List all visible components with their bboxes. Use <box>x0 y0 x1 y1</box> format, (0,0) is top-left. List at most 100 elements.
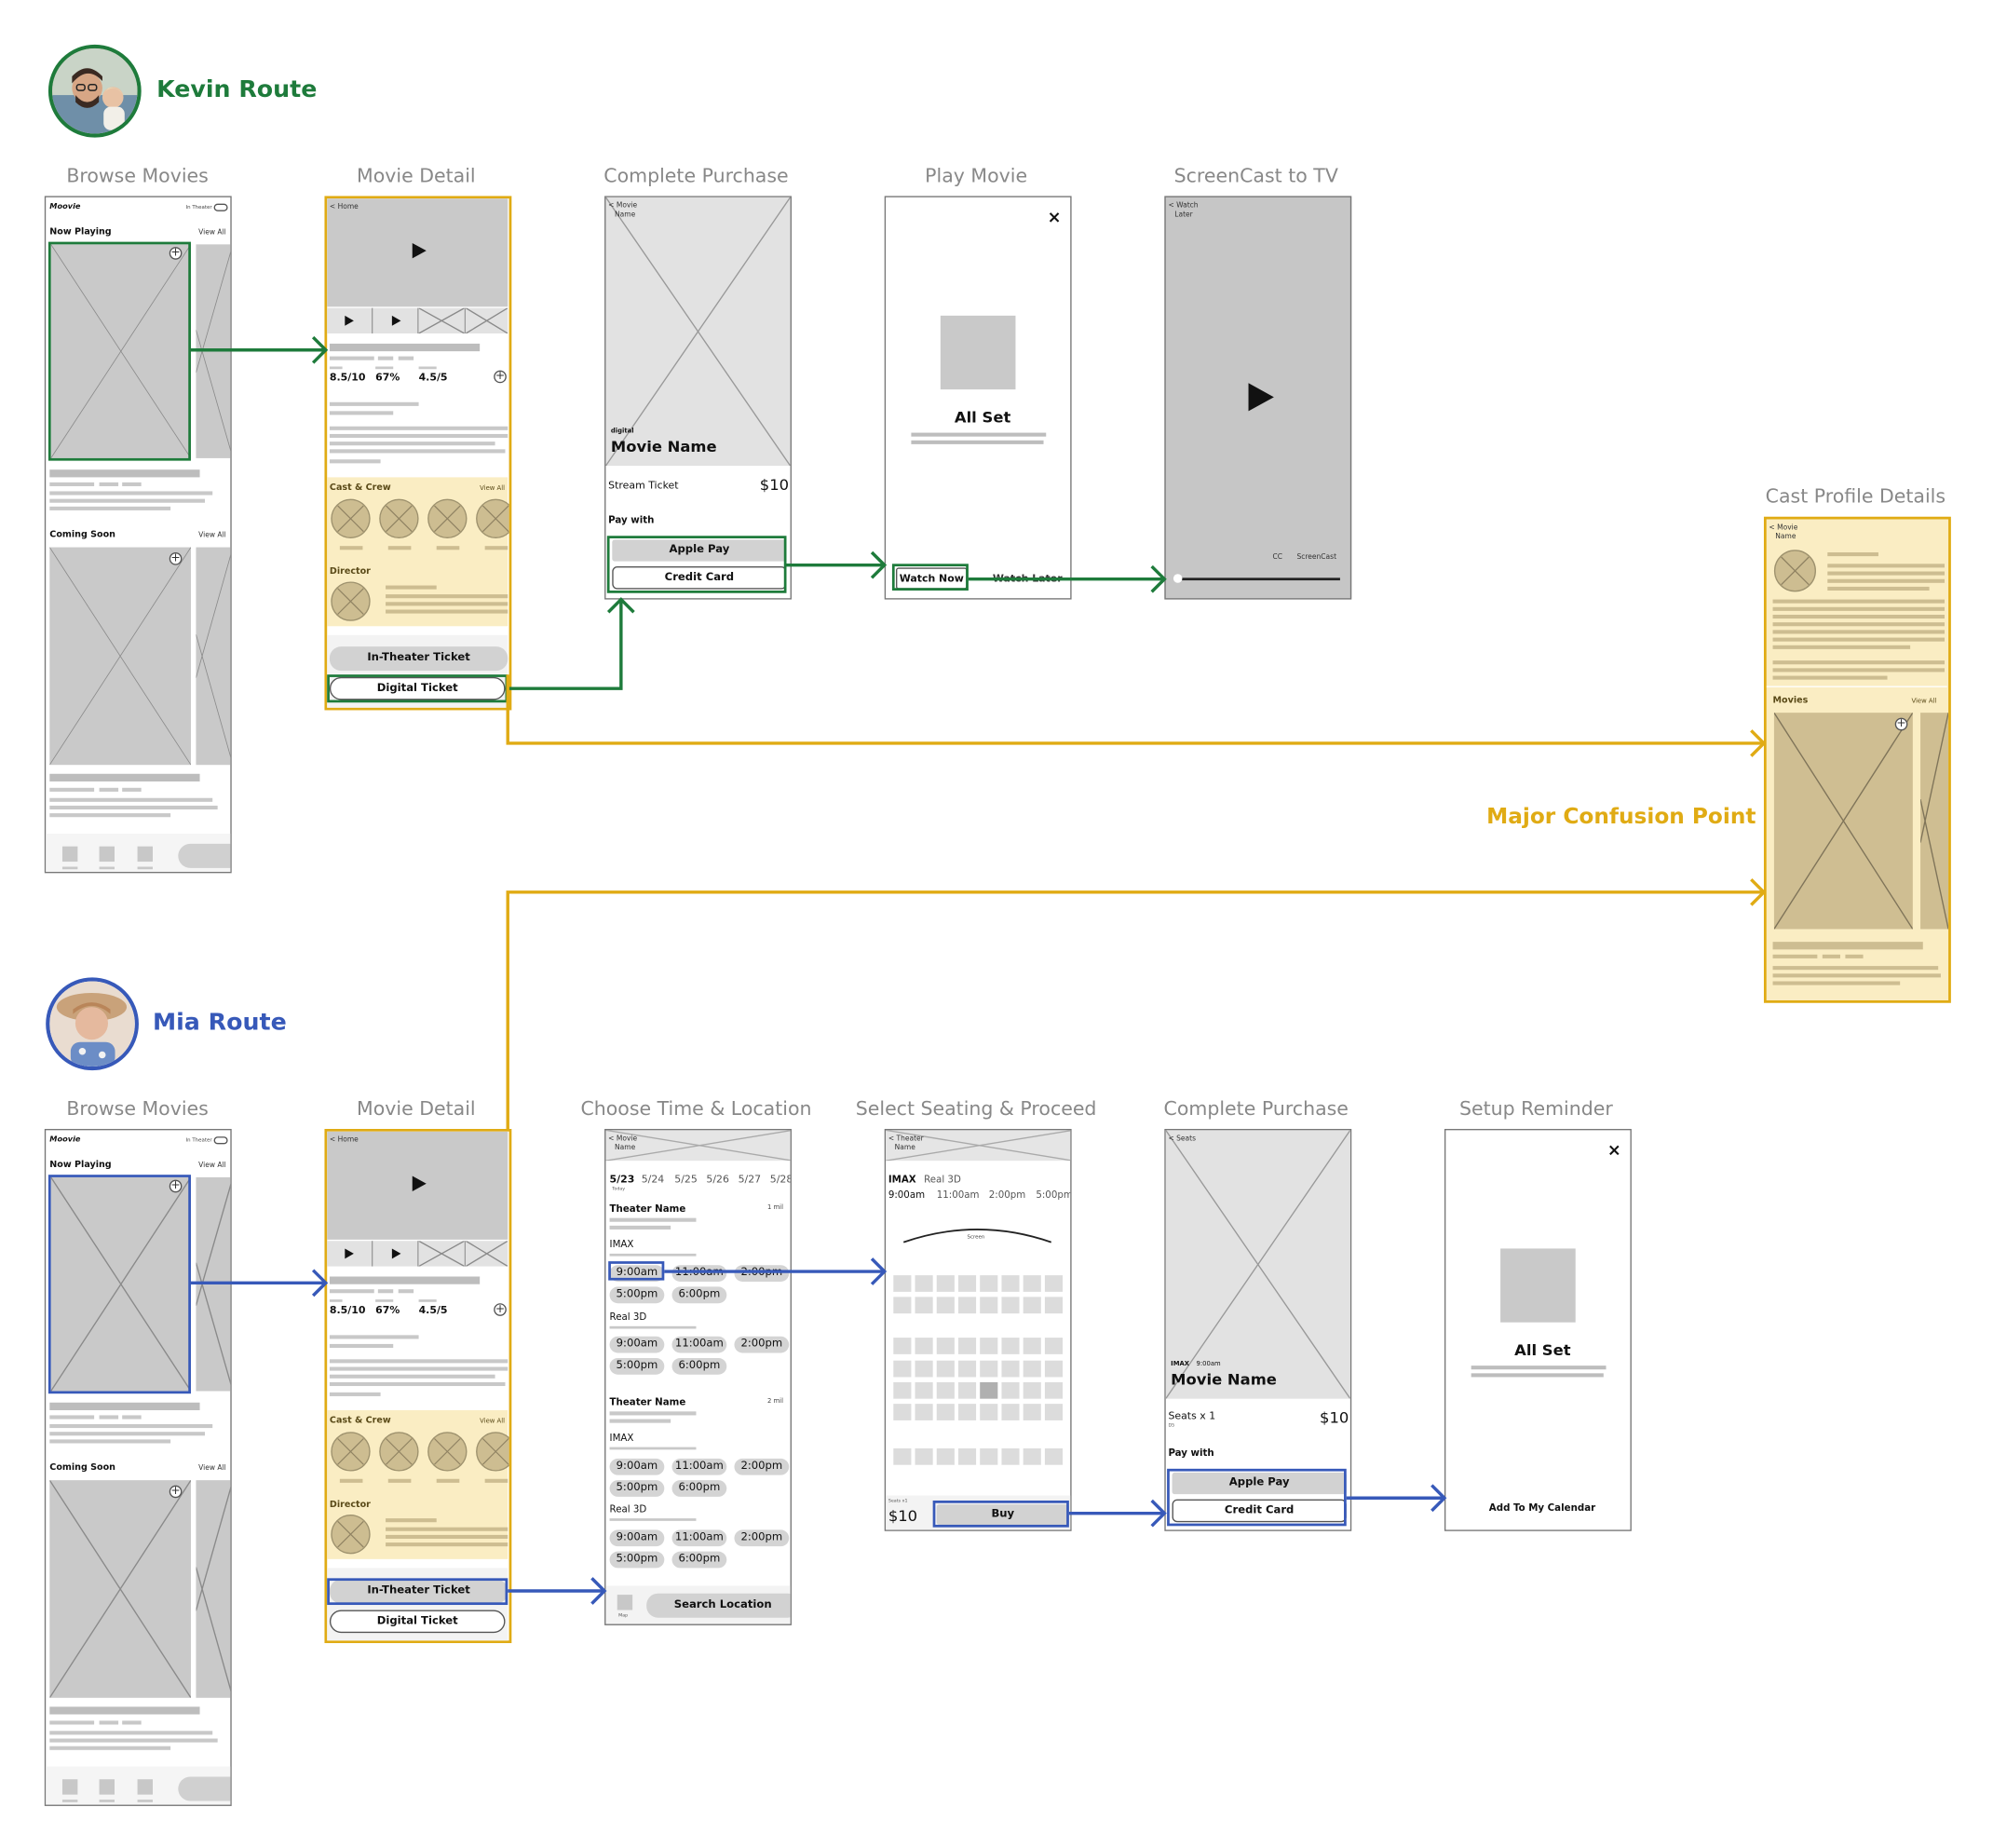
mia-showtime-highlight[interactable] <box>608 1261 665 1281</box>
in-theater-toggle[interactable] <box>213 1136 228 1145</box>
seat[interactable] <box>1044 1360 1064 1378</box>
in-theater-ticket-button[interactable]: In-Theater Ticket <box>329 1579 508 1604</box>
seat[interactable] <box>893 1297 912 1314</box>
seat[interactable] <box>980 1360 998 1378</box>
showtime-chip[interactable]: 11:00am <box>671 1529 727 1547</box>
seat[interactable] <box>1044 1338 1064 1354</box>
seat[interactable] <box>980 1338 998 1354</box>
seating-back-link-2[interactable]: Name <box>894 1144 915 1152</box>
seat[interactable] <box>980 1447 998 1465</box>
showtime-chip[interactable]: 5:00pm <box>609 1551 665 1569</box>
showtime-chip[interactable]: 6:00pm <box>671 1480 727 1497</box>
showtime-chip[interactable]: 2:00pm <box>734 1265 790 1282</box>
coming-soon-view-all[interactable]: View All <box>198 1464 226 1473</box>
play-icon[interactable] <box>412 1175 427 1191</box>
image-thumb[interactable] <box>418 1241 467 1267</box>
cast-avatar[interactable] <box>379 1432 419 1472</box>
seat[interactable] <box>957 1338 977 1354</box>
cast-crew-view-all[interactable]: View All <box>480 484 506 493</box>
add-icon[interactable]: + <box>169 1485 183 1499</box>
seat[interactable] <box>936 1360 955 1378</box>
coming-soon-view-all[interactable]: View All <box>198 532 226 540</box>
seat[interactable] <box>1023 1447 1041 1465</box>
seat[interactable] <box>957 1360 977 1378</box>
seating-back-link[interactable]: < Theater <box>888 1135 924 1144</box>
image-thumb[interactable] <box>418 307 467 333</box>
seat[interactable] <box>893 1447 912 1465</box>
seat[interactable] <box>936 1404 955 1420</box>
purchase-back-link[interactable]: < Seats <box>1168 1135 1196 1144</box>
time-option[interactable]: 5:00pm <box>1036 1189 1072 1201</box>
nav-home-icon[interactable] <box>61 846 78 863</box>
showtime-chip[interactable]: 6:00pm <box>671 1551 727 1569</box>
seat[interactable] <box>1044 1447 1064 1465</box>
play-icon[interactable] <box>391 315 401 326</box>
purchase-back-link[interactable]: < Movie <box>608 202 638 211</box>
seat[interactable] <box>893 1360 912 1378</box>
purchase-back-link-2[interactable]: Name <box>615 211 636 220</box>
seat[interactable] <box>1044 1297 1064 1314</box>
play-icon[interactable] <box>345 1248 354 1259</box>
movie-poster-placeholder[interactable] <box>196 1480 231 1698</box>
watch-later-link[interactable]: Watch Later <box>992 572 1063 585</box>
date-tab[interactable]: 5/25 <box>674 1173 698 1186</box>
add-icon[interactable]: + <box>169 1179 183 1193</box>
seat[interactable] <box>980 1297 998 1314</box>
seat[interactable] <box>1023 1360 1041 1378</box>
cast-avatar[interactable] <box>379 498 419 538</box>
close-icon[interactable]: × <box>1047 209 1062 228</box>
choose-back-link[interactable]: < Movie <box>608 1135 638 1144</box>
cast-avatar[interactable] <box>427 498 468 538</box>
add-icon[interactable]: + <box>169 552 183 565</box>
map-icon[interactable] <box>617 1595 633 1610</box>
mia-in-theater-highlight[interactable] <box>327 1578 508 1606</box>
seat[interactable] <box>1044 1275 1064 1292</box>
seat[interactable] <box>915 1297 933 1314</box>
seat[interactable] <box>1023 1404 1041 1420</box>
showtime-chip[interactable]: 9:00am <box>609 1265 665 1282</box>
detail-back-link[interactable]: < Home <box>329 203 359 211</box>
seat[interactable] <box>957 1404 977 1420</box>
director-avatar[interactable] <box>331 581 371 621</box>
nav-search-icon[interactable] <box>99 1779 115 1795</box>
movie-poster-placeholder[interactable] <box>49 1480 191 1698</box>
cast-avatar[interactable] <box>476 1432 509 1472</box>
seat[interactable] <box>893 1275 912 1292</box>
cast-profile-back-link-2[interactable]: Name <box>1775 533 1796 541</box>
choose-back-link-2[interactable]: Name <box>615 1144 636 1152</box>
screencast-back-link-2[interactable]: Later <box>1174 211 1193 220</box>
play-icon[interactable] <box>1248 383 1274 412</box>
cast-avatar[interactable] <box>331 1432 371 1472</box>
seat[interactable] <box>957 1275 977 1292</box>
add-watchlist-icon[interactable]: + <box>494 1303 507 1316</box>
seat[interactable] <box>915 1360 933 1378</box>
movie-poster-placeholder[interactable] <box>1920 713 1949 930</box>
seat[interactable] <box>957 1297 977 1314</box>
showtime-chip[interactable]: 9:00am <box>609 1336 665 1353</box>
seat[interactable] <box>1023 1275 1041 1292</box>
cast-crew-view-all[interactable]: View All <box>480 1418 506 1426</box>
play-icon[interactable] <box>345 315 354 326</box>
nav-search-icon[interactable] <box>99 846 115 863</box>
add-icon[interactable]: + <box>1894 717 1908 731</box>
digital-ticket-button[interactable]: Digital Ticket <box>329 676 506 700</box>
mia-now-playing-highlight[interactable] <box>47 1175 191 1394</box>
image-thumb[interactable] <box>466 307 508 333</box>
seat[interactable] <box>936 1338 955 1354</box>
seat[interactable] <box>936 1275 955 1292</box>
showtime-chip[interactable]: 9:00am <box>609 1458 665 1475</box>
cast-avatar[interactable] <box>476 498 509 538</box>
showtime-chip[interactable]: 2:00pm <box>734 1458 790 1475</box>
showtime-chip[interactable]: 11:00am <box>671 1458 727 1475</box>
showtime-chip[interactable]: 6:00pm <box>671 1286 727 1304</box>
nav-profile-pill[interactable] <box>178 1776 231 1801</box>
seat[interactable] <box>1001 1381 1020 1399</box>
seat[interactable] <box>1001 1404 1020 1420</box>
credit-card-button[interactable]: Credit Card <box>612 566 787 590</box>
seat[interactable] <box>1001 1338 1020 1354</box>
movie-poster-placeholder[interactable] <box>50 1176 191 1392</box>
add-calendar-link[interactable]: Add To My Calendar <box>1488 1502 1596 1514</box>
play-icon[interactable] <box>412 242 427 259</box>
in-theater-toggle[interactable] <box>213 203 228 211</box>
movie-poster-placeholder[interactable] <box>1773 713 1913 930</box>
